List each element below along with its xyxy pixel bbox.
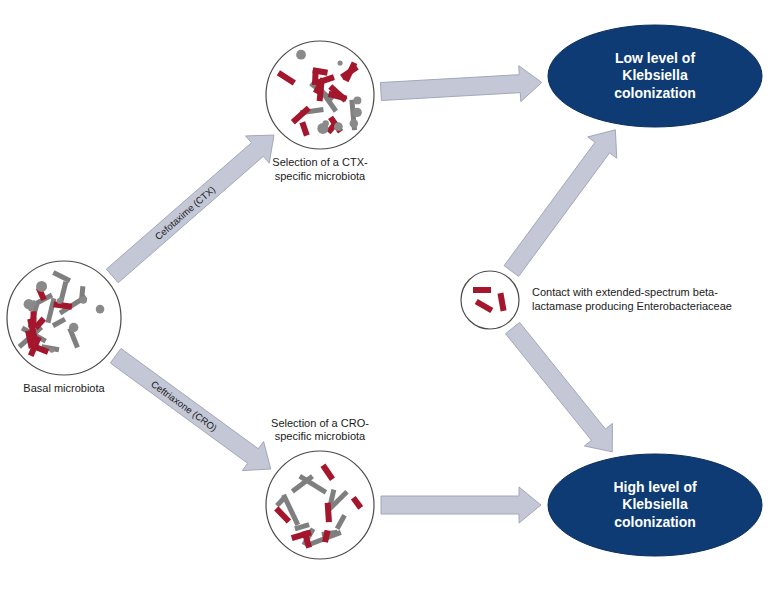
- bacterium-rod: [33, 317, 46, 330]
- bacterium-coccus: [49, 348, 54, 353]
- bacterium-rod: [325, 503, 332, 523]
- bacterium-rod: [52, 270, 71, 283]
- block-arrow: [380, 66, 541, 102]
- arrow-label: Cefotaxime (CTX): [151, 182, 219, 243]
- bacterium-rod: [473, 287, 491, 293]
- bacterium-rod: [315, 74, 335, 86]
- bacterium-rod: [335, 514, 347, 530]
- microbiota-circle: Basal microbiota: [6, 260, 122, 376]
- block-arrow: [110, 348, 270, 470]
- outcome-ellipse: Low level of Klebsiella colonization: [547, 24, 763, 128]
- bacterium-rod: [291, 106, 311, 125]
- node-caption: Contact with extended-spectrum beta-lact…: [532, 286, 737, 314]
- bacterium-coccus: [352, 108, 361, 117]
- bacterium-rod: [312, 67, 328, 75]
- circle-border: [266, 451, 374, 559]
- bacterium-rod: [294, 522, 310, 531]
- bacterium-coccus: [317, 123, 328, 134]
- bacteria-illustration: [18, 270, 105, 357]
- ellipse-fill: [548, 454, 762, 556]
- bacterium-coccus: [350, 119, 358, 127]
- bacterium-rod: [291, 530, 312, 541]
- bacterium-rod: [328, 91, 347, 102]
- ellipse-fill: [548, 25, 762, 127]
- circle-outline: [6, 260, 122, 376]
- bacterium-coccus: [69, 323, 78, 332]
- bacterium-rod: [310, 530, 342, 546]
- bacterium-rod: [53, 301, 72, 310]
- block-arrow: [504, 130, 617, 277]
- bacterium-rod: [317, 83, 325, 101]
- bacterium-coccus: [338, 60, 343, 65]
- bacterium-coccus: [57, 298, 63, 304]
- node-caption: Selection of a CTX-specific microbiota: [258, 156, 383, 184]
- outcome-text: Low level of Klebsiella colonization: [588, 50, 723, 103]
- arrow-label: Ceftriaxone (CRO): [148, 377, 221, 435]
- bacterium-coccus: [353, 96, 361, 104]
- bacteria-illustration: [473, 287, 507, 313]
- circle-border: [7, 261, 121, 375]
- block-arrow: [506, 322, 613, 451]
- bacteria-illustration: [277, 50, 362, 137]
- bacterium-coccus: [296, 50, 306, 60]
- block-arrow: [106, 135, 274, 283]
- microbiota-circle: Contact with extended-spectrum beta-lact…: [460, 270, 520, 330]
- block-arrow: [381, 487, 541, 523]
- circle-outline: [265, 40, 375, 150]
- outcome-text: High level of Klebsiella colonization: [588, 479, 723, 532]
- microbiota-circle: Selection of a CTX-specific microbiota: [265, 40, 375, 150]
- bacteria-illustration: [274, 464, 363, 549]
- bacterium-rod: [277, 70, 296, 85]
- bacterium-coccus: [96, 305, 105, 314]
- bacterium-rod: [343, 61, 357, 82]
- bacterium-rod: [322, 530, 330, 543]
- bacterium-coccus: [80, 296, 87, 303]
- bacterium-rod: [58, 281, 69, 306]
- bacterium-rod: [281, 494, 300, 526]
- microbiota-circle: Selection of a CRO-specific microbiota: [265, 450, 375, 560]
- bacterium-rod: [274, 506, 291, 523]
- circle-outline: [460, 270, 520, 330]
- bacterium-rod: [52, 317, 66, 328]
- outcome-ellipse: High level of Klebsiella colonization: [547, 453, 763, 557]
- bacterium-coccus: [31, 300, 37, 306]
- bacterium-rod: [497, 293, 506, 312]
- bacterium-rod: [25, 330, 35, 349]
- circle-outline: [265, 450, 375, 560]
- node-caption: Basal microbiota: [4, 382, 124, 396]
- bacterium-coccus: [36, 281, 47, 292]
- bacterium-rod: [18, 325, 44, 348]
- circle-border: [266, 41, 374, 149]
- bacterium-rod: [351, 496, 363, 510]
- bacterium-rod: [475, 299, 494, 313]
- circle-border: [461, 271, 519, 329]
- bacterium-rod: [299, 121, 309, 136]
- bacterium-rod: [298, 474, 327, 495]
- bacterium-rod: [320, 464, 334, 481]
- bacterium-rod: [328, 84, 347, 102]
- bacterium-coccus: [334, 122, 343, 131]
- bacterium-rod: [328, 116, 343, 134]
- node-caption: Selection of a CRO-specific microbiota: [258, 417, 383, 445]
